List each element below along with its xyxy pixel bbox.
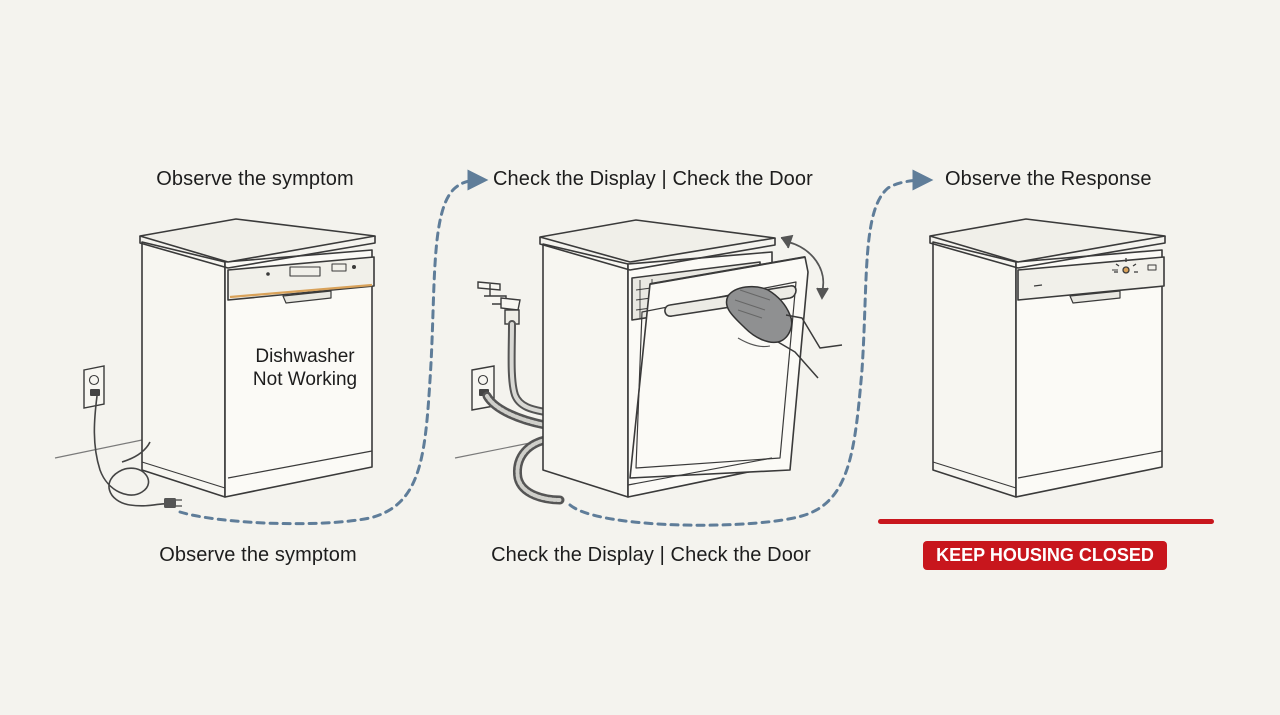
door-text-line-2: Not Working [252, 369, 358, 390]
water-tap-icon [477, 281, 521, 325]
step-1-top-label: Observe the symptom [156, 168, 354, 190]
rotation-arrow-icon [780, 234, 829, 300]
dishwasher-door-text: Dishwasher Not Working [253, 345, 357, 391]
dashed-connector-1 [178, 169, 489, 526]
step-1-bottom-label: Observe the symptom [159, 544, 357, 566]
power-cord [93, 395, 182, 508]
gloved-hand-icon [725, 285, 843, 379]
drain-hose-inner [485, 394, 562, 502]
door-text-line-1: Dishwasher [255, 346, 355, 367]
water-hose-inner [509, 322, 547, 414]
step-2-top-label: Check the Display | Check the Door [493, 168, 813, 190]
step-2-bottom-label: Check the Display | Check the Door [491, 544, 811, 566]
dishwasher-3 [929, 218, 1166, 498]
indicator-light-icon [1112, 258, 1138, 274]
warning-divider [878, 519, 1214, 524]
floor-line-1 [54, 439, 143, 459]
step-3-top-label: Observe the Response [945, 168, 1152, 190]
dishwasher-2 [539, 219, 809, 498]
power-outlet-icon [83, 365, 105, 409]
dashed-connector-2 [568, 169, 934, 527]
warning-badge: KEEP HOUSING CLOSED [923, 541, 1167, 570]
dishwasher-1 [139, 218, 376, 498]
